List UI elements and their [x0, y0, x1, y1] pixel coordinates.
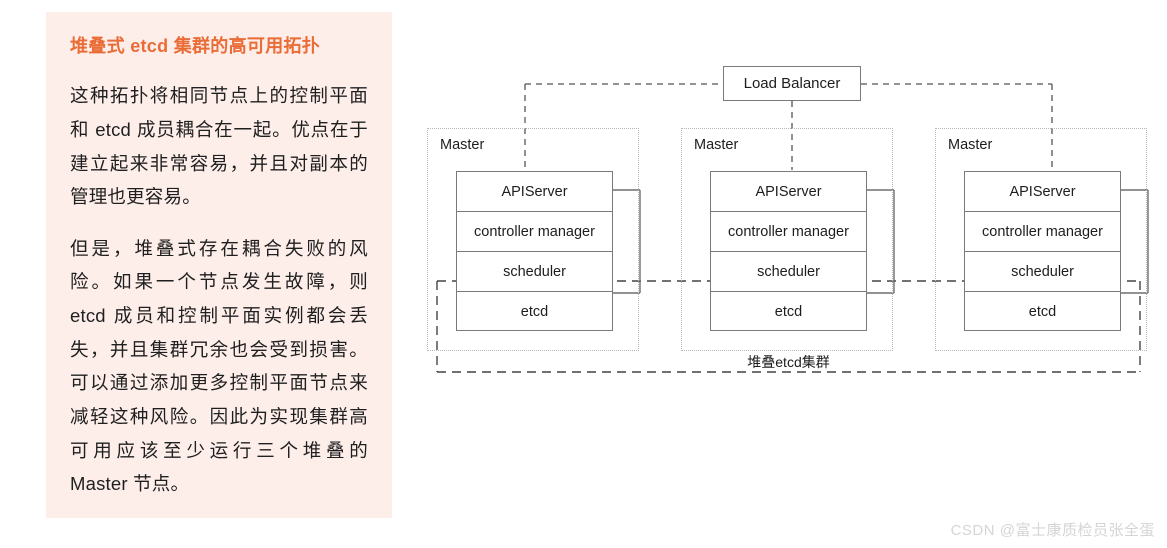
panel-paragraph-1: 这种拓扑将相同节点上的控制平面和 etcd 成员耦合在一起。优点在于建立起来非常…: [70, 85, 368, 208]
page-title: 堆叠式 etcd 集群的高可用拓扑: [70, 36, 321, 56]
component-apiserver: APIServer: [457, 172, 612, 212]
component-apiserver: APIServer: [711, 172, 866, 212]
panel-paragraph-2: 但是，堆叠式存在耦合失败的风险。如果一个节点发生故障，则 etcd 成员和控制平…: [70, 237, 368, 495]
master-node-1: Master APIServer controller manager sche…: [427, 128, 639, 351]
master-label: Master: [440, 137, 485, 153]
component-scheduler: scheduler: [711, 252, 866, 292]
watermark: CSDN @富士康质检员张全蛋: [950, 522, 1155, 539]
master-node-3: Master APIServer controller manager sche…: [935, 128, 1147, 351]
component-controller-manager: controller manager: [457, 212, 612, 252]
component-controller-manager: controller manager: [965, 212, 1120, 252]
cluster-caption: 堆叠etcd集群: [747, 354, 830, 370]
master-label: Master: [694, 137, 739, 153]
component-etcd: etcd: [774, 304, 803, 320]
component-etcd: etcd: [520, 304, 549, 320]
control-plane-stack: APIServer controller manager scheduler e…: [710, 171, 867, 331]
component-apiserver: APIServer: [965, 172, 1120, 212]
component-controller-manager: controller manager: [711, 212, 866, 252]
control-plane-stack: APIServer controller manager scheduler e…: [456, 171, 613, 331]
topology-diagram: Load Balancer Master APIServer controlle…: [410, 0, 1167, 548]
load-balancer-box: Load Balancer: [723, 66, 861, 101]
component-scheduler: scheduler: [965, 252, 1120, 292]
component-etcd: etcd: [1028, 304, 1057, 320]
master-node-2: Master APIServer controller manager sche…: [681, 128, 893, 351]
master-label: Master: [948, 137, 993, 153]
control-plane-stack: APIServer controller manager scheduler e…: [964, 171, 1121, 331]
component-scheduler: scheduler: [457, 252, 612, 292]
info-panel: 堆叠式 etcd 集群的高可用拓扑 这种拓扑将相同节点上的控制平面和 etcd …: [46, 12, 392, 518]
